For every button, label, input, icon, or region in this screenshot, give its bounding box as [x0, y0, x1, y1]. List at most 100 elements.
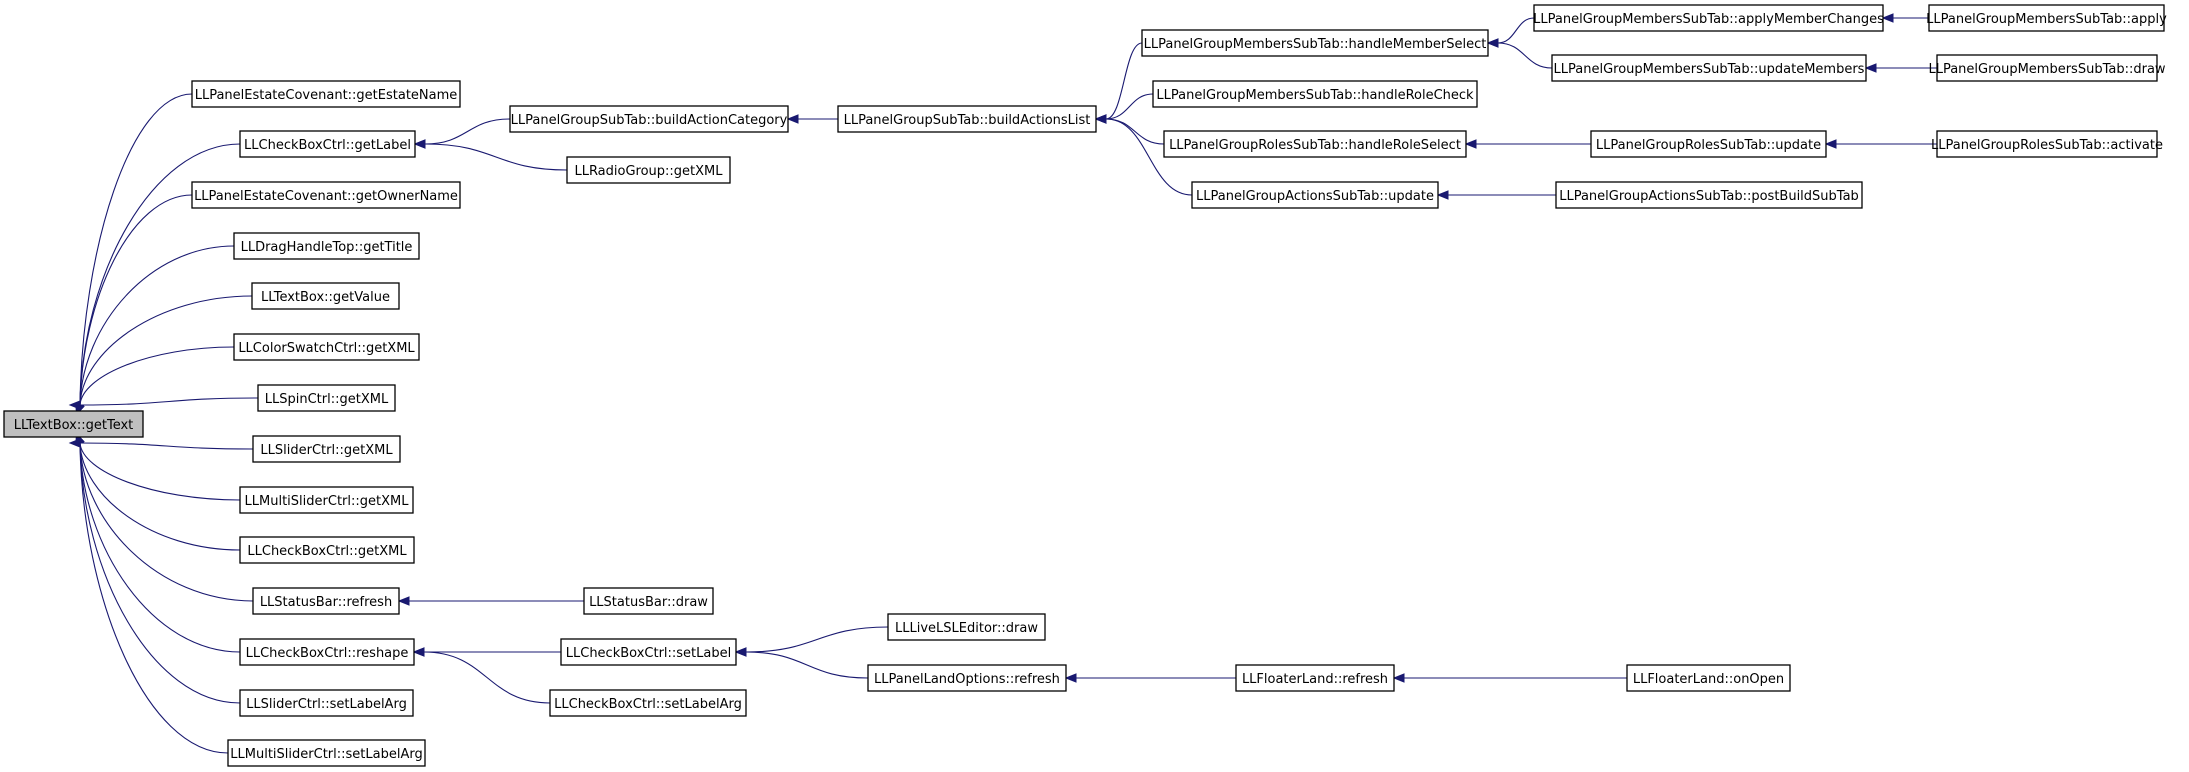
node-box	[191, 181, 461, 209]
edge-e5-to-d5	[1392, 673, 1627, 683]
edge-b5-to-a12	[412, 647, 551, 704]
edge-line	[424, 118, 511, 145]
node-f1[interactable]: LLPanelGroupMembersSubTab::apply	[1926, 4, 2167, 32]
node-c2[interactable]: LLLiveLSLEditor::draw	[887, 613, 1046, 641]
node-a13[interactable]: LLSliderCtrl::setLabelArg	[239, 689, 414, 717]
node-e3[interactable]: LLPanelGroupRolesSubTab::update	[1590, 130, 1827, 158]
node-label: LLSliderCtrl::setLabelArg	[246, 697, 407, 712]
arrow-head	[397, 596, 410, 606]
node-e1[interactable]: LLPanelGroupMembersSubTab::applyMemberCh…	[1533, 4, 1884, 32]
node-a2[interactable]: LLCheckBoxCtrl::getLabel	[239, 130, 416, 158]
node-box	[1141, 29, 1489, 57]
node-a3[interactable]: LLPanelEstateCovenant::getOwnerName	[191, 181, 461, 209]
node-a8[interactable]: LLSliderCtrl::getXML	[252, 435, 401, 463]
node-label: LLPanelEstateCovenant::getOwnerName	[194, 189, 458, 204]
arrow-head	[1392, 673, 1405, 683]
node-e2[interactable]: LLPanelGroupMembersSubTab::updateMembers	[1551, 54, 1867, 82]
edge-line	[1105, 93, 1154, 120]
edge-d1-to-c1	[1094, 42, 1143, 124]
node-root[interactable]: LLTextBox::getText	[3, 410, 144, 438]
node-a5[interactable]: LLTextBox::getValue	[251, 282, 400, 310]
edge-a11-to-root	[75, 432, 254, 602]
node-box	[1235, 664, 1395, 692]
node-label: LLTextBox::getText	[14, 418, 134, 433]
node-d3[interactable]: LLPanelGroupRolesSubTab::handleRoleSelec…	[1163, 130, 1467, 158]
node-label: LLFloaterLand::refresh	[1242, 672, 1388, 687]
node-b4[interactable]: LLCheckBoxCtrl::setLabel	[560, 638, 737, 666]
node-a10[interactable]: LLCheckBoxCtrl::getXML	[239, 536, 415, 564]
edge-b2-to-a2	[413, 139, 568, 171]
node-a7[interactable]: LLSpinCtrl::getXML	[257, 384, 396, 412]
node-label: LLMultiSliderCtrl::getXML	[245, 494, 410, 509]
node-box	[252, 587, 400, 615]
node-b3[interactable]: LLStatusBar::draw	[583, 587, 714, 615]
arrow-head	[786, 114, 799, 124]
node-d4[interactable]: LLPanelGroupActionsSubTab::update	[1191, 181, 1439, 209]
node-label: LLPanelGroupMembersSubTab::handleRoleChe…	[1156, 88, 1474, 103]
node-box	[1191, 181, 1439, 209]
node-d1[interactable]: LLPanelGroupMembersSubTab::handleMemberS…	[1141, 29, 1489, 57]
node-box	[239, 130, 416, 158]
node-box	[549, 689, 747, 717]
node-box	[1626, 664, 1791, 692]
node-label: LLRadioGroup::getXML	[574, 164, 723, 179]
node-label: LLCheckBoxCtrl::setLabel	[566, 646, 731, 661]
edge-e3-to-d3	[1464, 139, 1591, 149]
node-e5[interactable]: LLFloaterLand::onOpen	[1626, 664, 1791, 692]
edge-line	[79, 442, 241, 501]
node-f3[interactable]: LLPanelGroupRolesSubTab::activate	[1931, 130, 2163, 158]
node-a6[interactable]: LLColorSwatchCtrl::getXML	[233, 333, 420, 361]
edge-line	[79, 245, 235, 406]
node-label: LLPanelGroupActionsSubTab::update	[1196, 189, 1434, 204]
node-box	[1551, 54, 1867, 82]
node-label: LLCheckBoxCtrl::reshape	[246, 646, 409, 661]
node-c1[interactable]: LLPanelGroupSubTab::buildActionsList	[837, 105, 1097, 133]
edge-e2-to-d1	[1486, 38, 1553, 69]
edge-line	[424, 143, 568, 171]
edge-c3-to-b4	[734, 647, 869, 679]
node-label: LLFloaterLand::onOpen	[1633, 672, 1784, 687]
arrow-head	[1094, 114, 1107, 124]
node-b2[interactable]: LLRadioGroup::getXML	[566, 156, 731, 184]
node-a11[interactable]: LLStatusBar::refresh	[252, 587, 400, 615]
arrow-head	[1881, 13, 1894, 23]
node-label: LLPanelLandOptions::refresh	[874, 672, 1060, 687]
node-d2[interactable]: LLPanelGroupMembersSubTab::handleRoleChe…	[1152, 80, 1478, 108]
arrow-head	[1824, 139, 1837, 149]
node-f2[interactable]: LLPanelGroupMembersSubTab::draw	[1928, 54, 2166, 82]
node-b1[interactable]: LLPanelGroupSubTab::buildActionCategory	[509, 105, 789, 133]
arrow-head	[1064, 673, 1077, 683]
node-e4[interactable]: LLPanelGroupActionsSubTab::postBuildSubT…	[1555, 181, 1863, 209]
node-a9[interactable]: LLMultiSliderCtrl::getXML	[239, 486, 414, 514]
node-label: LLPanelGroupMembersSubTab::updateMembers	[1554, 62, 1865, 77]
edge-a4-to-root	[75, 245, 235, 416]
node-box	[239, 486, 414, 514]
edge-line	[1497, 42, 1553, 69]
node-box	[227, 739, 426, 767]
node-a1[interactable]: LLPanelEstateCovenant::getEstateName	[191, 80, 461, 108]
node-a14[interactable]: LLMultiSliderCtrl::setLabelArg	[227, 739, 426, 767]
edge-a12-to-root	[75, 432, 241, 653]
node-label: LLPanelGroupRolesSubTab::handleRoleSelec…	[1169, 138, 1461, 153]
edge-f1-to-e1	[1881, 13, 1929, 23]
node-box	[837, 105, 1097, 133]
edge-line	[745, 626, 889, 653]
edge-line	[1497, 17, 1535, 44]
node-c3[interactable]: LLPanelLandOptions::refresh	[867, 664, 1067, 692]
edge-line	[79, 194, 193, 406]
node-d5[interactable]: LLFloaterLand::refresh	[1235, 664, 1395, 692]
node-box	[1152, 80, 1478, 108]
edge-a8-to-root	[68, 438, 254, 450]
node-a4[interactable]: LLDragHandleTop::getTitle	[233, 232, 420, 260]
node-label: LLSpinCtrl::getXML	[265, 392, 389, 407]
node-a12[interactable]: LLCheckBoxCtrl::reshape	[239, 638, 415, 666]
node-box	[1928, 4, 2165, 32]
edge-b3-to-a11	[397, 596, 584, 606]
node-box	[887, 613, 1046, 641]
edge-line	[79, 442, 254, 602]
node-b5[interactable]: LLCheckBoxCtrl::setLabelArg	[549, 689, 747, 717]
node-box	[257, 384, 396, 412]
node-label: LLStatusBar::refresh	[260, 595, 392, 610]
node-label: LLPanelGroupActionsSubTab::postBuildSubT…	[1559, 189, 1859, 204]
node-box	[239, 536, 415, 564]
